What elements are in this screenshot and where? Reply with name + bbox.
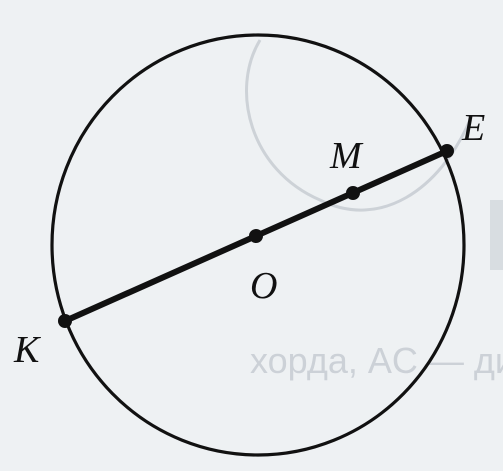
bleed-text-bottom: хорда, AC — диаметр: [250, 340, 503, 381]
label-k: K: [13, 329, 41, 371]
circle: [52, 35, 464, 455]
bleed-arc: [247, 40, 471, 210]
bleed-through: хорда, AC — диаметр: [247, 40, 503, 381]
bleed-block: [490, 200, 503, 270]
label-m: M: [329, 135, 364, 177]
point-k: [58, 314, 72, 328]
point-e: [440, 144, 454, 158]
label-o: O: [250, 265, 277, 307]
point-o: [249, 229, 263, 243]
label-e: E: [461, 107, 485, 149]
point-m: [346, 186, 360, 200]
